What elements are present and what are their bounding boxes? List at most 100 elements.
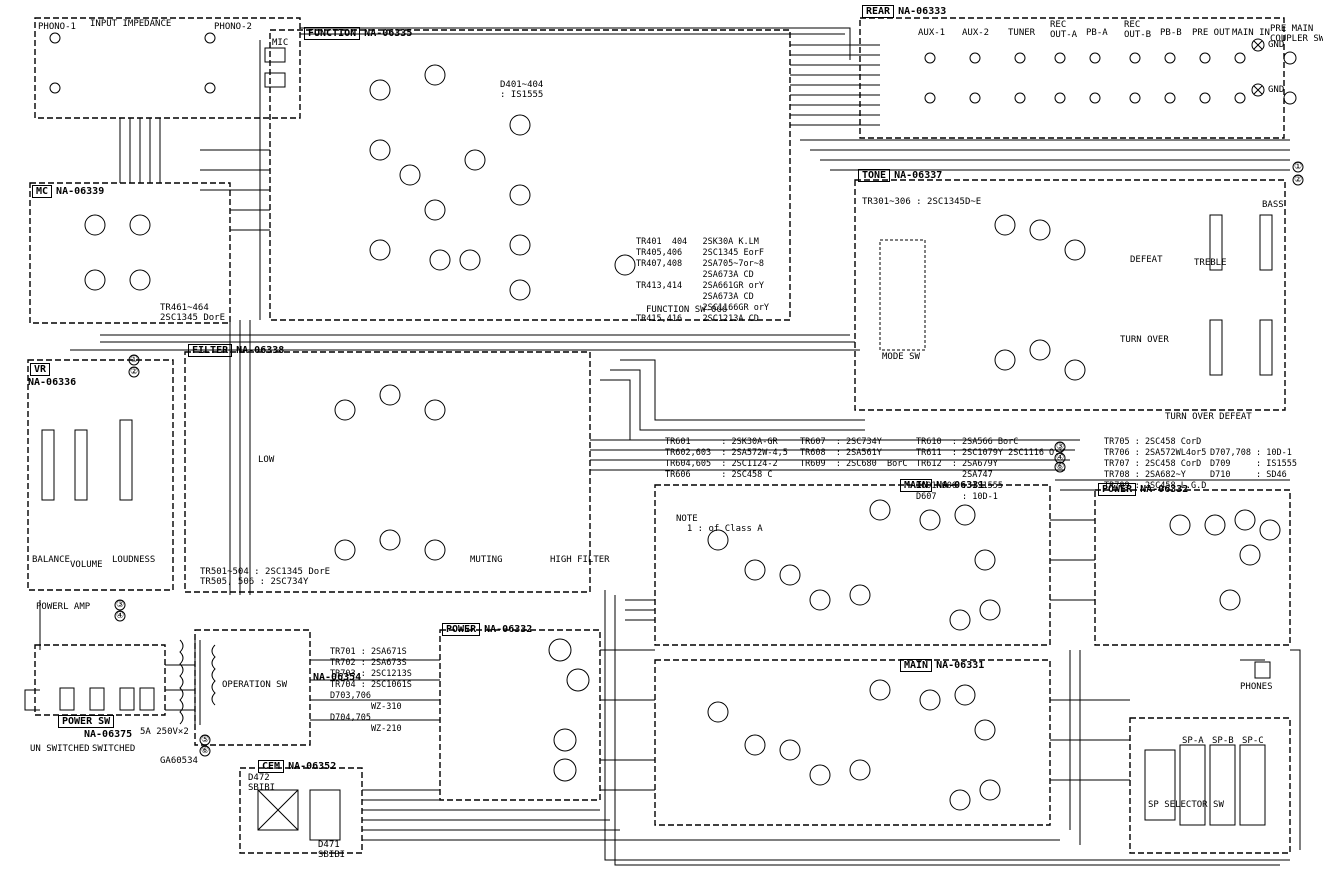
parts-power2-row: WZ-210 (330, 724, 402, 734)
pb-a-label: PB-A (1086, 28, 1108, 38)
volume-label: VOLUME (70, 560, 103, 570)
main2-title-name: MAIN (900, 659, 933, 672)
parts-power-row: TR709 : 2SC458 L.G.D (1104, 481, 1207, 491)
connector-6-label: ⑥ (1056, 462, 1065, 472)
sp-selector-board (1129, 717, 1291, 854)
tone-pots (1209, 214, 1273, 376)
parts-power-d-row: D707,708 : 10D-1 (1210, 448, 1292, 458)
mode-sw-label: MODE SW (882, 352, 920, 362)
mc-transistors (84, 214, 151, 291)
mc-title-code: NA-06339 (56, 186, 105, 197)
power1-title-name: POWER (1098, 483, 1137, 496)
filter-tr-label: TR501~504 : 2SC1345 DorE TR505, 506 : 2S… (200, 567, 331, 587)
parts-main3-row: TR611 : 2SC1079Y 2SC1116 O:Y (916, 448, 1065, 458)
rec-out-b-label: REC OUT-B (1124, 20, 1152, 40)
tone-transistors (994, 214, 1086, 381)
main-board-2 (654, 659, 1051, 826)
fuse-label: 5A 250V×2 (140, 727, 189, 737)
parts-main3-row: TR612 : 2SA679Y (916, 459, 998, 469)
connector-6b-label: ⑥ (201, 746, 210, 756)
parts-main2-row: TR607 : 2SC734Y (800, 437, 882, 447)
parts-power-d-row: D709 : IS1555 (1210, 459, 1297, 469)
phono-jacks (49, 32, 216, 94)
vr-title: VR (30, 363, 54, 376)
tuner-label: TUNER (1008, 28, 1036, 38)
mc-board (29, 182, 231, 324)
parts-power2-row: TR704 : 2SC1061S (330, 680, 412, 690)
mic-label: MIC (272, 38, 289, 48)
d401-label: D401~404 : IS1555 (500, 80, 544, 100)
high-filter-label: HIGH FILTER (550, 555, 610, 565)
rear-board (859, 17, 1285, 139)
parts-main-row: TR606 : 2SC458 C (665, 470, 773, 480)
function-transistors (369, 64, 636, 301)
switched-label: SWITCHED (92, 744, 136, 754)
mode-switch (879, 239, 926, 351)
connector-3-label: ③ (1056, 442, 1065, 452)
parts-function-row: TR413,414 2SA661GR orY (636, 281, 764, 291)
tone-title-name: TONE (858, 169, 891, 182)
powersw-code: NA-06375 (84, 729, 133, 740)
power-amp-label: POWERL AMP (36, 602, 91, 612)
power-board-1 (1094, 489, 1291, 646)
connector-2b-label: ② (130, 367, 139, 377)
vr-title-name: VR (30, 363, 51, 376)
main1-transistors (707, 499, 1001, 631)
turn-over-defeat-label: TURN OVER DEFEAT (1165, 412, 1252, 422)
vr-pots (41, 419, 133, 501)
d471-label: D471 SBIBI (318, 840, 346, 860)
rear-title-code: NA-06333 (898, 6, 947, 17)
phono2-label: PHONO-2 (214, 22, 252, 32)
parts-power2-row: D704,705 (330, 713, 371, 723)
loudness-label: LOUDNESS (112, 555, 156, 565)
parts-function-row: 2SC1166GR orY (636, 303, 770, 313)
opsw-code: NA-06354 (313, 672, 362, 683)
power2-title-code: NA-06332 (484, 624, 533, 635)
parts-power2-row: TR703 : 2SC1213S (330, 669, 412, 679)
connector-4b-label: ④ (116, 611, 125, 621)
operation-sw-board (194, 629, 311, 746)
sp-a-label: SP-A (1182, 736, 1204, 746)
pb-b-label: PB-B (1160, 28, 1182, 38)
vr-code: NA-06336 (28, 377, 77, 388)
note-label: NOTE 1 : of Class A (676, 514, 763, 534)
main2-title-code: NA-06331 (936, 660, 985, 671)
ga-label: GA60534 (160, 756, 198, 766)
parts-function-row: 2SA673A CD (636, 292, 754, 302)
cem-bridge (257, 789, 341, 841)
main2-transistors (707, 679, 1001, 811)
balance-label: BALANCE (32, 555, 70, 565)
connector-1b-label: ① (130, 355, 139, 365)
connector-5-label: ⑤ (201, 735, 210, 745)
parts-main3-row: TR610 : 2SA566 BorC (916, 437, 1019, 447)
sp-selector-switch (1144, 744, 1266, 826)
powersw-title-name: POWER SW (58, 715, 115, 728)
main1-title-code: NA-06331 (936, 480, 985, 491)
power-board-2 (439, 629, 601, 801)
filter-board (184, 351, 591, 593)
parts-main3-row: D607 : 10D-1 (916, 492, 998, 502)
parts-power2-row: WZ-310 (330, 702, 402, 712)
power-sw-blocks (24, 687, 155, 711)
parts-power2-row: TR702 : 2SA673S (330, 658, 407, 668)
parts-function-row: TR401 404 2SK30A K.LM (636, 237, 759, 247)
parts-main-row: TR604,605 : 2SC1124-2 (665, 459, 778, 469)
phones-jack (1254, 661, 1271, 679)
gnd2-label: GND (1268, 85, 1285, 95)
turn-over-label: TURN OVER (1120, 335, 1169, 345)
connector-3b-label: ③ (116, 600, 125, 610)
power1-transistors (1169, 509, 1281, 611)
rear-title-name: REAR (862, 5, 895, 18)
parts-main2-row: TR609 : 2SC680 BorC (800, 459, 908, 469)
aux1-label: AUX-1 (918, 28, 946, 38)
